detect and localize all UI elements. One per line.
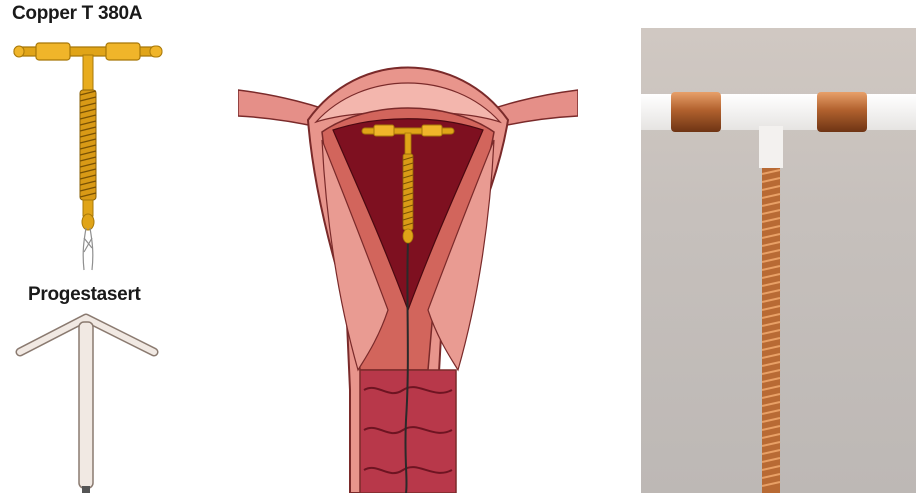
progestasert-label: Progestasert [28,284,141,306]
uterus-cross-section [238,60,578,493]
copper-t-iud-icon [14,43,162,270]
progestasert-iud-icon [20,318,154,493]
iud-illustrations [0,0,200,493]
copper-iud-photo [641,28,916,493]
